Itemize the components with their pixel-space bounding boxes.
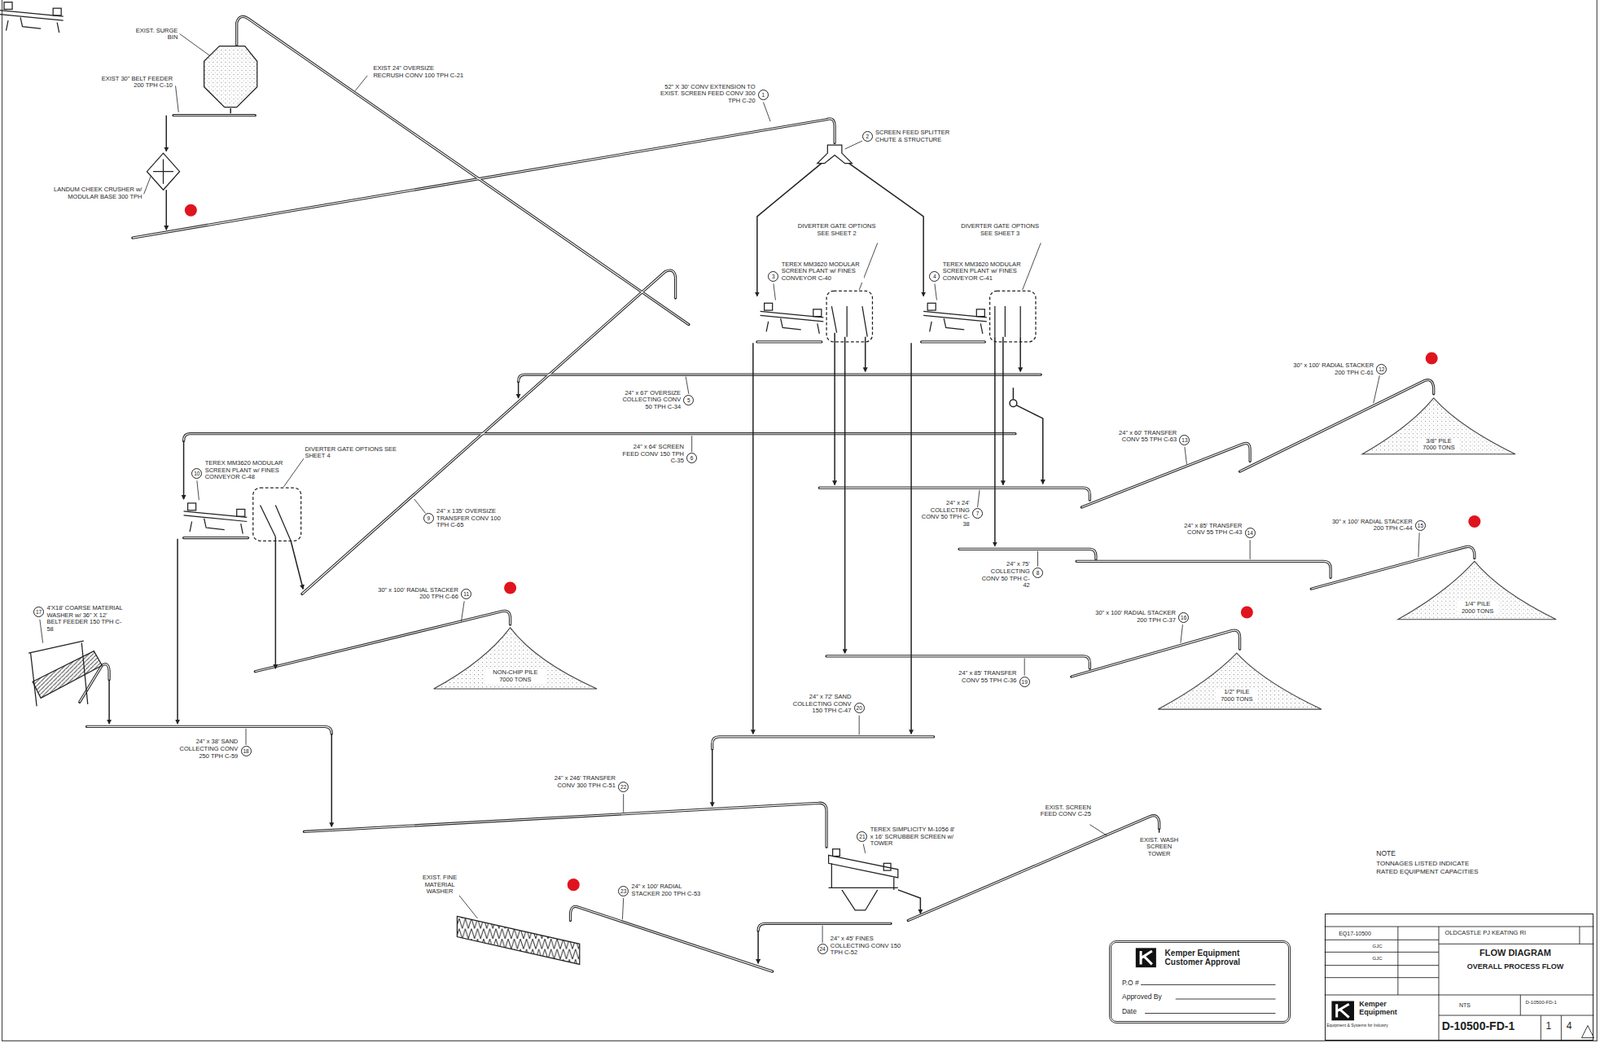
equipment-label: EXIST. SURGE BIN <box>128 27 179 42</box>
title-block-text: 1 <box>1546 1021 1552 1033</box>
title-block-text: OLDCASTLE PJ KEATING RI <box>1445 929 1526 938</box>
pile-label: 1/4" PILE 2000 TONS <box>1456 600 1500 615</box>
approval-text: P.O # <box>1122 979 1140 988</box>
equipment-label: EXIST 24" OVERSIZE RECRUSH CONV 100 TPH … <box>372 65 466 79</box>
equipment-label: 24" x 75' COLLECTING CONV 50 TPH C-42 <box>976 561 1031 590</box>
callout-number: 20 <box>854 702 865 714</box>
equipment-label: 24" x 100' RADIAL STACKER 200 TPH C-53 <box>630 883 709 898</box>
callout-number: 3 <box>767 271 779 282</box>
equipment-label: 24" x 85' TRANSFER CONV 55 TPH C-36 <box>951 670 1018 684</box>
title-block-text: FLOW DIAGRAM <box>1479 947 1552 959</box>
equipment-label: 24" x 60' TRANSFER CONV 55 TPH C-63 <box>1114 429 1178 444</box>
approval-box: Kemper Equipment Customer ApprovalP.O # A… <box>1109 940 1291 1024</box>
callout-number: 11 <box>460 588 472 600</box>
equipment-label: EXIST 30" BELT FEEDER 200 TPH C-10 <box>95 75 174 90</box>
equipment-label: 30" x 100' RADIAL STACKER 200 TPH C-44 <box>1324 518 1414 533</box>
equipment-label: 24" x 246' TRANSFER CONV 300 TPH C-51 <box>547 775 616 790</box>
pile-label: 3/8" PILE 7000 TONS <box>1417 438 1460 452</box>
equipment-label: 24" x 38' SAND COLLECTING CONV 250 TPH C… <box>170 738 239 760</box>
equipment-label: 24" x 24' COLLECTING CONV 50 TPH C-38 <box>920 499 971 529</box>
equipment-label: 24" x 135' OVERSIZE TRANSFER CONV 100 TP… <box>435 508 514 530</box>
callout-number: 5 <box>683 394 694 406</box>
equipment-label: 24" x 45' FINES COLLECTING CONV 150 TPH … <box>829 935 904 957</box>
equipment-label: 24" x 67' OVERSIZE COLLECTING CONV 50 TP… <box>613 390 682 412</box>
red-markers <box>184 204 1482 891</box>
equipment-label: EXIST. SCREEN FEED CONV C-25 <box>1038 804 1092 819</box>
callout-number: 2 <box>862 131 873 142</box>
callout-number: 6 <box>686 452 697 464</box>
callout-number: 19 <box>1019 676 1031 688</box>
equipment-label: DIVERTER GATE OPTIONS SEE SHEET 4 <box>303 446 398 461</box>
equipment-label: 24" x 72' SAND COLLECTING CONV 150 TPH C… <box>787 693 853 715</box>
equipment-label: EXIST. FINE MATERIAL WASHER <box>412 874 468 896</box>
approval-text: Approved By <box>1122 993 1162 1002</box>
pile-label: 1/2" PILE 7000 TONS <box>1215 688 1259 703</box>
callout-number: 13 <box>1179 434 1190 446</box>
note-text: NOTE <box>1375 850 1397 859</box>
note-text: TONNAGES LISTED INDICATE RATED EQUIPMENT… <box>1375 859 1490 875</box>
pile-label: NON-CHIP PILE 7000 TONS <box>485 669 547 684</box>
kemper-logo <box>1135 947 1355 1021</box>
equipment-label: DIVERTER GATE OPTIONS SEE SHEET 3 <box>958 223 1042 237</box>
title-block-text: D-10500-FD-1 <box>1442 1019 1515 1033</box>
callout-number: 14 <box>1244 527 1256 539</box>
callout-number: 17 <box>33 606 44 618</box>
callout-number: 1 <box>758 89 769 101</box>
approval-text: Kemper Equipment Customer Approval <box>1165 948 1258 968</box>
callout-number: 4 <box>929 271 940 282</box>
title-block-text: Kemper Equipment <box>1358 999 1400 1017</box>
equipment-label: TEREX MM3620 MODULAR SCREEN PLANT w/ FIN… <box>204 460 288 482</box>
callout-number: 24 <box>817 943 829 955</box>
title-block: EQ17-10500 OLDCASTLE PJ KEATING RI GJC GJC F… <box>1324 913 1595 1042</box>
title-block-grid <box>1140 926 1594 1041</box>
title-block-text: 4 <box>1566 1021 1573 1033</box>
title-block-text: NTS <box>1459 1002 1471 1009</box>
equipment-label: EXIST. WASH SCREEN TOWER <box>1134 837 1185 859</box>
title-block-text: D-10500-FD-1 <box>1525 999 1557 1006</box>
title-block-text: EQ17-10500 <box>1338 930 1372 938</box>
callout-number: 12 <box>1376 363 1387 375</box>
equipment-label: 30" x 100' RADIAL STACKER 200 TPH C-61 <box>1286 362 1376 377</box>
leader-lines <box>39 33 1420 943</box>
equipment-label: SCREEN FEED SPLITTER CHUTE & STRUCTURE <box>874 129 958 144</box>
conveyors <box>79 16 1475 972</box>
title-block-text: GJC <box>1372 955 1383 962</box>
callout-number: 16 <box>1178 612 1189 623</box>
callout-number: 15 <box>1415 520 1426 531</box>
title-block-text: OVERALL PROCESS FLOW <box>1467 962 1564 971</box>
title-block-text: GJC <box>1372 943 1383 950</box>
approval-text: Date <box>1122 1008 1137 1017</box>
equipment-label: 52" X 30' CONV EXTENSION TO EXIST. SCREE… <box>652 83 756 106</box>
callout-number: 22 <box>618 781 629 793</box>
title-block-text: Equipment & Systems for Industry <box>1326 1023 1389 1029</box>
equipment-label: 30" x 100' RADIAL STACKER 200 TPH C-66 <box>373 587 460 601</box>
callout-number: 9 <box>423 512 434 524</box>
callout-number: 10 <box>191 468 202 479</box>
equipment-label: 30" x 100' RADIAL STACKER 200 TPH C-37 <box>1087 609 1177 624</box>
callout-number: 8 <box>1032 567 1044 579</box>
equipment-label: TEREX SIMPLICITY M-1056 8' x 16' SCRUBBE… <box>869 826 959 848</box>
equipment-label: 24" x 64' SCREEN FEED CONV 150 TPH C-35 <box>616 443 684 465</box>
equipment-label: TEREX MM3620 MODULAR SCREEN PLANT w/ FIN… <box>942 261 1026 283</box>
equipment-label: LANDUM CHEEK CRUSHER w/ MODULAR BASE 300… <box>34 186 144 201</box>
equipment-label: 24" x 85' TRANSFER CONV 55 TPH C-43 <box>1170 522 1244 537</box>
callout-number: 7 <box>972 508 983 519</box>
callout-number: 23 <box>618 885 629 897</box>
equipment-label: 4'X18' COARSE MATERIAL WASHER w/ 36" X 1… <box>45 604 124 634</box>
equipment <box>0 2 1036 965</box>
material-drops <box>109 108 1160 964</box>
equipment-label: TEREX MM3620 MODULAR SCREEN PLANT w/ FIN… <box>780 261 864 283</box>
equipment-label: DIVERTER GATE OPTIONS SEE SHEET 2 <box>794 223 878 237</box>
callout-number: 21 <box>856 831 868 842</box>
callout-number: 18 <box>241 745 252 757</box>
